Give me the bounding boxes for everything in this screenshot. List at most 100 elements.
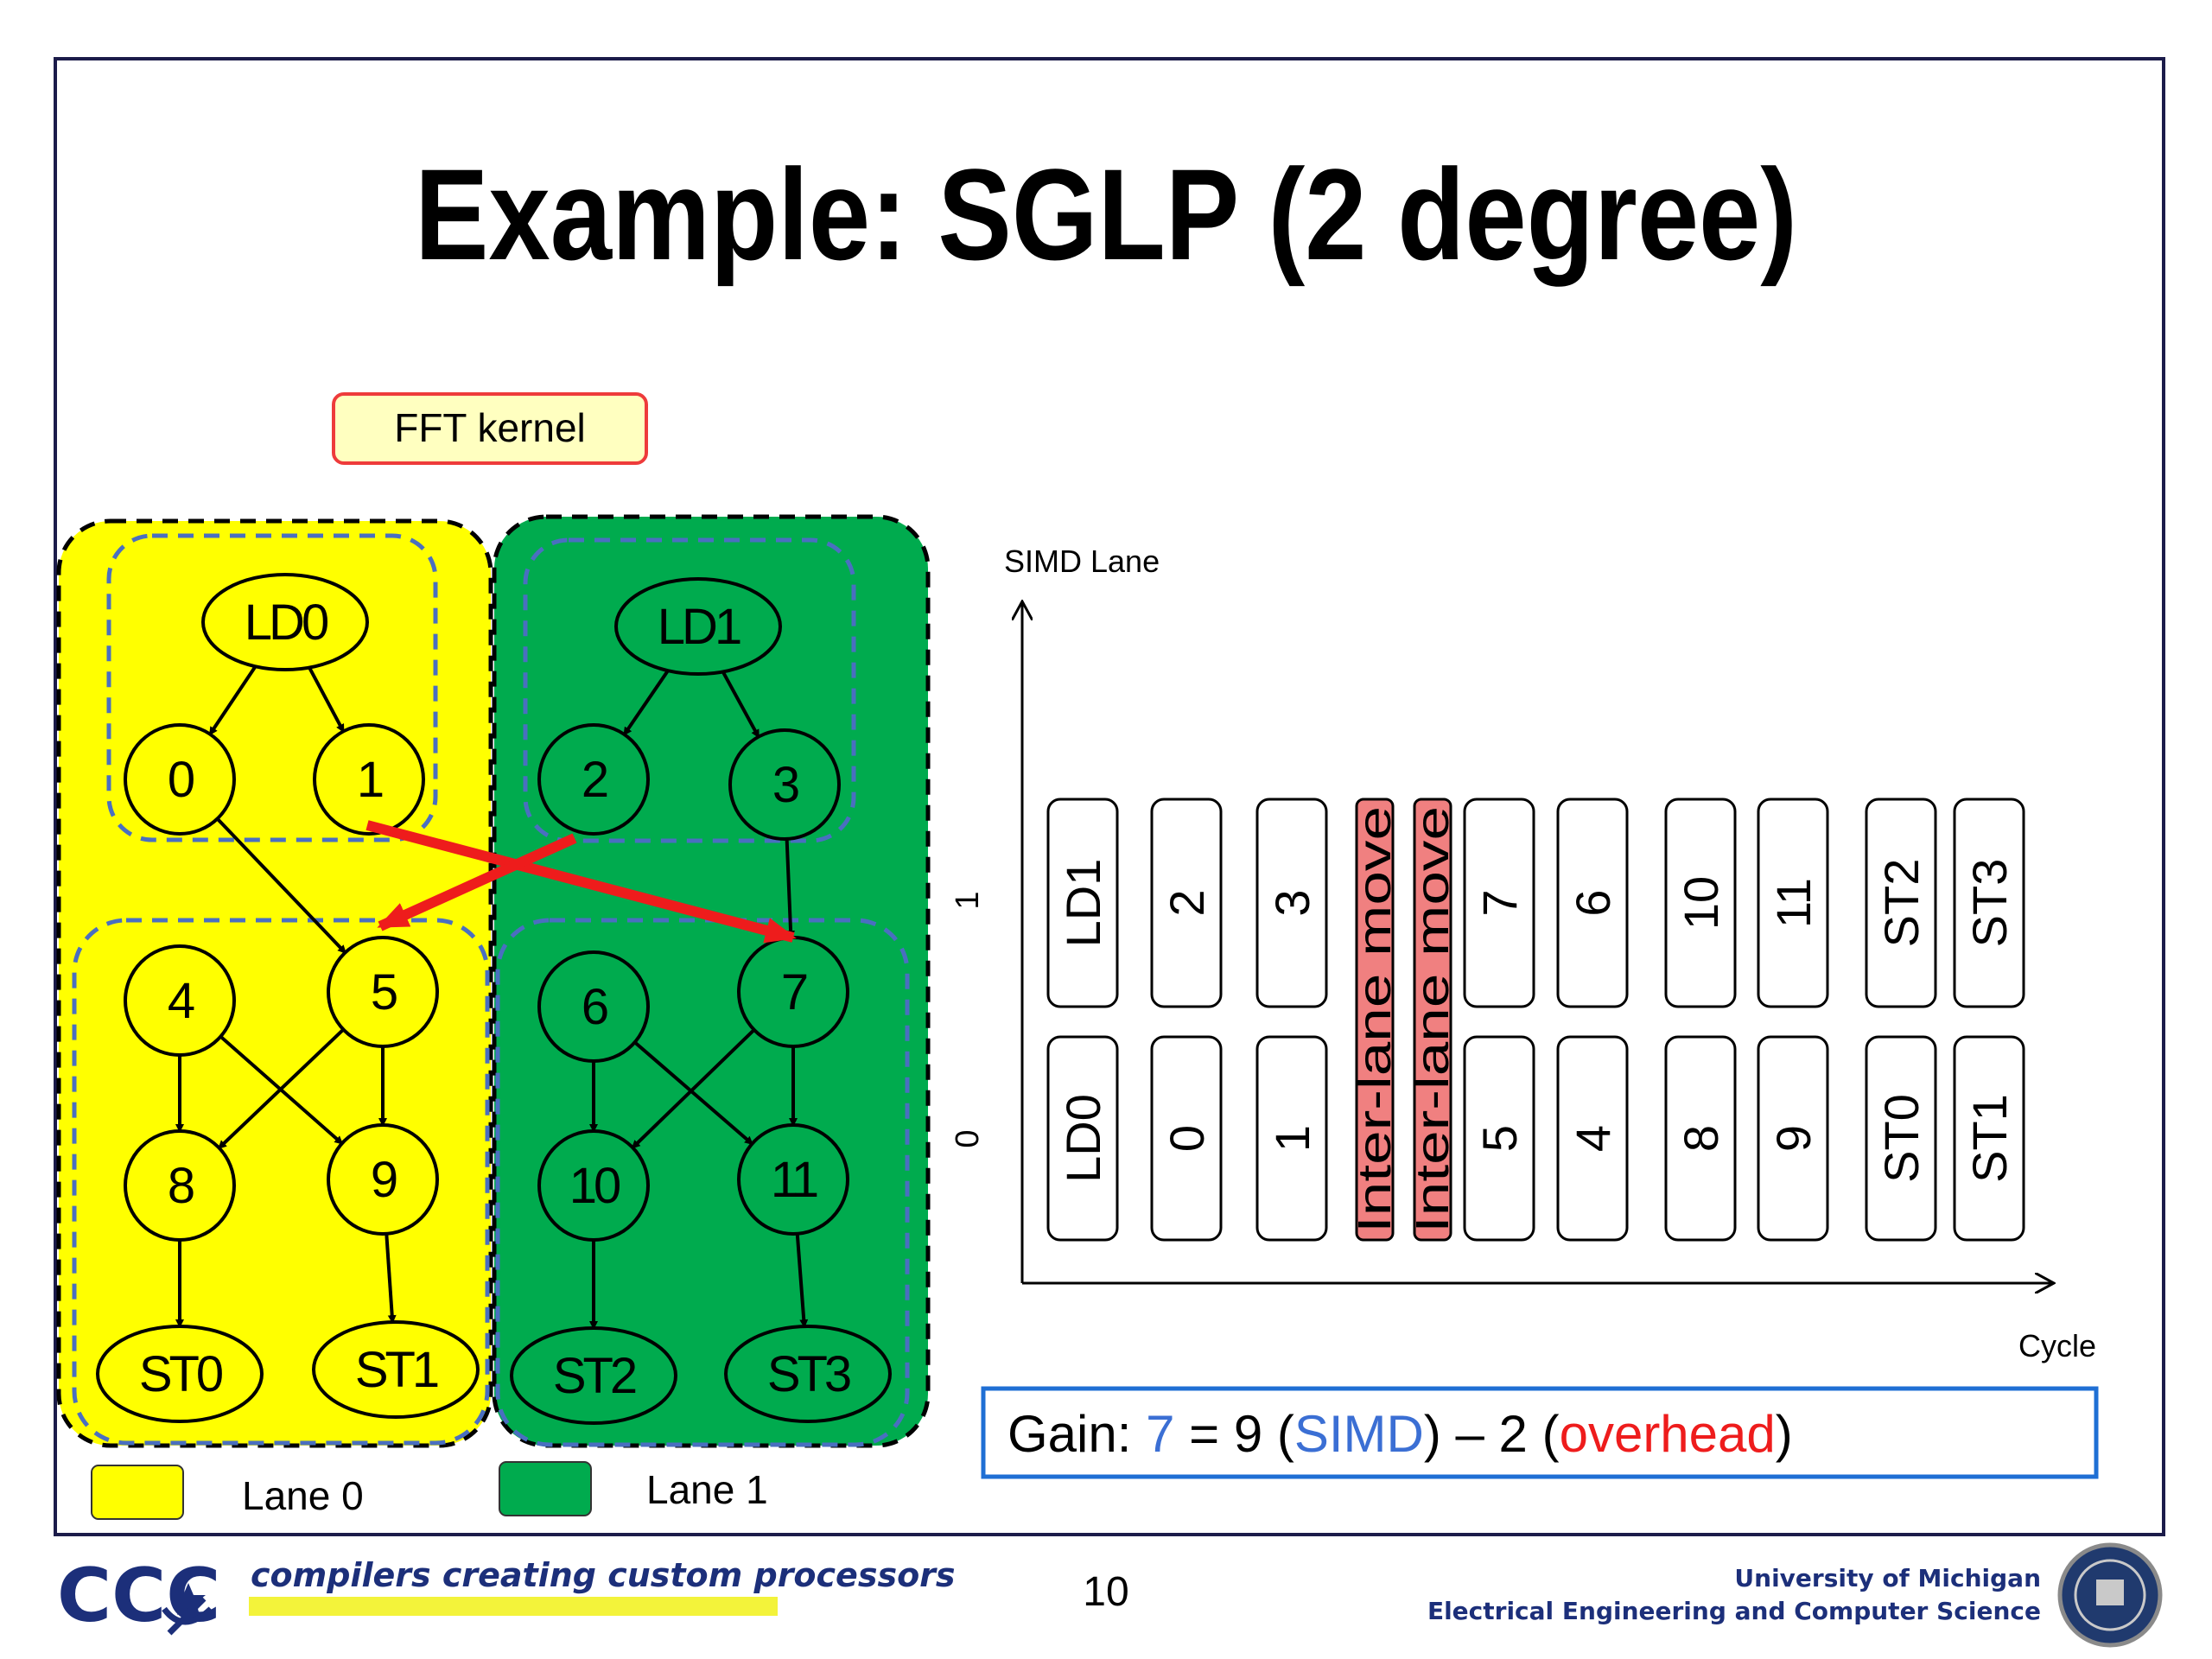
tagline-underline xyxy=(249,1597,778,1616)
hammer-sickle-icon xyxy=(162,1596,213,1636)
schedule-label-lane1-2: 3 xyxy=(1265,889,1319,916)
graph-edge-ld0-n1 xyxy=(308,666,346,734)
schedule-label-lane1-6: 6 xyxy=(1566,889,1620,916)
schedule-label-lane0-2: 1 xyxy=(1265,1125,1319,1152)
schedule-block-lane0-7 xyxy=(1664,1035,1737,1242)
schedule-move-block-3 xyxy=(1355,798,1395,1242)
graph-edge-ld0-n0 xyxy=(208,665,257,736)
schedule-block-lane1-1 xyxy=(1150,798,1223,1008)
schedule-label-lane1-10: ST3 xyxy=(1962,859,2017,948)
schedule-label-lane0-1: 0 xyxy=(1160,1125,1214,1152)
gain-eq: = 9 ( xyxy=(1174,1405,1294,1463)
graph-node-st3 xyxy=(724,1325,892,1423)
schedule-label-lane0-0: LD0 xyxy=(1056,1094,1110,1183)
legend: Lane 0 Lane 1 xyxy=(91,1461,768,1520)
graph-node-ld1 xyxy=(614,577,782,676)
slide-title: Example: SGLP (2 degree) xyxy=(415,142,1797,287)
group-lane1-top xyxy=(523,537,856,843)
schedule-block-lane0-6 xyxy=(1556,1035,1629,1242)
kernel-label-box: FFT kernel xyxy=(332,392,648,465)
schedule-label-lane1-9: ST2 xyxy=(1874,859,1929,948)
graph-node-ld0 xyxy=(201,573,369,671)
university-seal-icon xyxy=(2057,1542,2163,1648)
schedule-label-lane0-5: 5 xyxy=(1472,1125,1527,1152)
schedule-label-lane1-0: LD1 xyxy=(1056,859,1110,948)
graph-node-label-ld0: LD0 xyxy=(245,594,327,651)
schedule-label-lane0-9: ST0 xyxy=(1874,1094,1929,1183)
graph-node-label-n9: 9 xyxy=(371,1152,397,1208)
schedule-label-lane0-8: 9 xyxy=(1766,1125,1821,1152)
graph-node-n9 xyxy=(327,1123,439,1236)
graph-node-label-n10: 10 xyxy=(569,1158,620,1214)
schedule-block-lane0-1 xyxy=(1150,1035,1223,1242)
graph-node-n10 xyxy=(537,1129,650,1242)
cross-lane-moves xyxy=(365,820,797,944)
schedule-block-lane0-8 xyxy=(1757,1035,1829,1242)
graph-node-n8 xyxy=(124,1129,236,1242)
schedule-block-lane1-7 xyxy=(1664,798,1737,1008)
graph-edge-n0-n5 xyxy=(216,817,346,954)
graph-node-st1 xyxy=(312,1320,480,1419)
graph-node-n4 xyxy=(124,944,236,1057)
group-lane1-bottom xyxy=(495,918,910,1447)
legend-swatch-lane-1 xyxy=(499,1461,592,1516)
graph-edge-n9-st1 xyxy=(385,1233,397,1325)
schedule-block-lane0-2 xyxy=(1255,1035,1328,1242)
schedule-block-lane0-9 xyxy=(1865,1035,1937,1242)
gain-box: Gain: 7 = 9 (SIMD) – 2 (overhead) xyxy=(981,1386,2099,1479)
move-arrow-n2-n5 xyxy=(377,833,577,931)
graph-edge-ld1-n2 xyxy=(622,670,670,736)
graph-node-label-n11: 11 xyxy=(771,1152,817,1208)
schedule-block-lane1-2 xyxy=(1255,798,1328,1008)
graph-node-label-st3: ST3 xyxy=(767,1346,850,1402)
lane-tick-1: 1 xyxy=(950,891,986,909)
schedule-label-lane1-5: 7 xyxy=(1472,889,1527,916)
schedule-label-lane0-10: ST1 xyxy=(1962,1094,2017,1183)
footer-department: Electrical Engineering and Computer Scie… xyxy=(1427,1597,2041,1625)
gain-overhead: overhead xyxy=(1560,1405,1776,1463)
legend-label-lane-0: Lane 0 xyxy=(242,1473,364,1518)
graph-edge-ld1-n3 xyxy=(721,671,760,739)
kernel-label: FFT kernel xyxy=(394,405,586,450)
legend-swatch-lane-0 xyxy=(91,1465,184,1520)
graph-node-label-st0: ST0 xyxy=(139,1346,222,1402)
gain-simd: SIMD xyxy=(1294,1405,1424,1463)
schedule-block-lane0-10 xyxy=(1953,1035,2025,1242)
schedule-block-lane1-9 xyxy=(1865,798,1937,1008)
schedule-move-label-3: Inter-lane move xyxy=(1349,806,1401,1233)
graph-edge-n6-n11 xyxy=(633,1040,753,1146)
legend-label-lane-1: Lane 1 xyxy=(646,1467,768,1512)
gain-prefix: Gain: xyxy=(1007,1405,1146,1463)
graph-node-label-n5: 5 xyxy=(371,964,397,1020)
graph-node-n3 xyxy=(728,728,841,841)
schedule-block-lane1-6 xyxy=(1556,798,1629,1008)
gain-close: ) xyxy=(1776,1405,1793,1463)
footer-tagline: compilers creating custom processors xyxy=(251,1556,956,1594)
graph-node-label-ld1: LD1 xyxy=(658,599,741,655)
schedule-block-lane1-5 xyxy=(1463,798,1535,1008)
graph-node-label-n6: 6 xyxy=(582,979,607,1035)
ccc-logo: CCC xyxy=(57,1553,220,1639)
graph-node-label-st2: ST2 xyxy=(553,1348,636,1404)
schedule-block-lane1-0 xyxy=(1046,798,1119,1008)
graph-node-n2 xyxy=(537,723,650,836)
gain-value: 7 xyxy=(1146,1405,1174,1463)
graph-node-n11 xyxy=(737,1123,849,1236)
graph-edge-n5-n8 xyxy=(218,1028,345,1149)
schedule-block-lane1-8 xyxy=(1757,798,1829,1008)
schedule-label-lane1-1: 2 xyxy=(1160,889,1214,916)
graph-node-n5 xyxy=(327,936,439,1048)
graph-node-label-n0: 0 xyxy=(168,752,194,808)
schedule-block-lane0-0 xyxy=(1046,1035,1119,1242)
group-lane0-bottom xyxy=(72,918,490,1446)
graph-edges xyxy=(175,665,809,1330)
x-axis-label: Cycle xyxy=(2018,1328,2096,1363)
schedule-label-lane1-8: 11 xyxy=(1766,878,1821,928)
schedule-block-lane1-10 xyxy=(1953,798,2025,1008)
group-lane0-top xyxy=(106,533,438,842)
schedule-label-lane0-6: 4 xyxy=(1566,1125,1620,1152)
schedule-block-lane0-5 xyxy=(1463,1035,1535,1242)
